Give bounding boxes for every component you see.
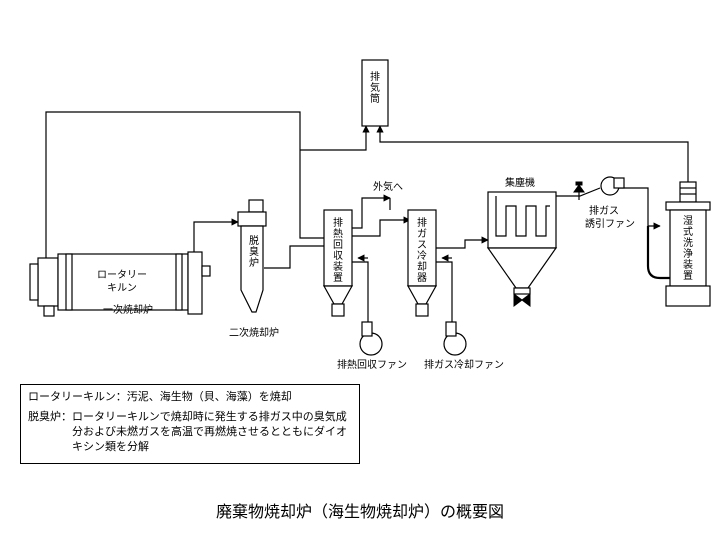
duct-deodorizer-to-heat-recovery — [264, 242, 331, 269]
gas-cooling-fan — [443, 321, 467, 356]
duct-kiln-to-deodorizer — [193, 218, 239, 252]
diagram-caption: 廃棄物焼却炉（海生物焼却炉）の概要図 — [215, 502, 504, 521]
deodorizer-label: 脱臭炉 — [249, 234, 259, 269]
duct-bypass-to-stack — [300, 125, 370, 151]
heat-recovery-label: 排熱回収装置 — [333, 216, 343, 284]
duct-fan-to-scrubber — [618, 187, 661, 230]
induced-draft-fan — [573, 176, 625, 200]
duct-dust-collector-to-fan — [556, 187, 601, 197]
wet-scrubber-label: 湿式洗浄装置 — [683, 215, 693, 282]
wet-scrubber — [646, 181, 711, 307]
outside-air-label: 外気へ — [373, 180, 403, 193]
induced-fan-label-line2: 誘引ファン — [585, 217, 635, 230]
exhaust-stack — [361, 59, 389, 127]
gas-cooler — [406, 209, 438, 317]
duct-heat-recovery-to-cooler — [352, 216, 411, 237]
induced-fan-label-line1: 排ガス — [589, 204, 619, 217]
legend-term: ロータリーキルン： — [28, 390, 127, 403]
secondary-furnace-label: 二次焼却炉 — [229, 326, 279, 339]
legend-desc: 汚泥、海生物（貝、海藻）を焼却 — [126, 390, 292, 403]
gas-cooler-label: 排ガス冷却器 — [417, 216, 427, 284]
stack-label: 排気筒 — [370, 70, 380, 105]
primary-furnace-label: 一次焼却炉 — [103, 303, 153, 316]
dust-collector-label: 集塵機 — [505, 176, 535, 189]
gas-cooling-fan-label: 排ガス冷却ファン — [424, 358, 504, 371]
legend-row-rotary-kiln: ロータリーキルン： 汚泥、海生物（貝、海藻）を焼却 — [28, 389, 352, 404]
heat-recovery-fan-label: 排熱回収ファン — [337, 358, 407, 371]
duct-heat-recovery-fan — [352, 261, 369, 322]
deodorizer-furnace — [237, 199, 267, 313]
dust-collector — [486, 191, 558, 307]
duct-to-outside-air — [352, 194, 391, 229]
legend-term: 脱臭炉： — [28, 410, 72, 423]
legend-row-deodorizer: 脱臭炉： ロータリーキルンで焼却時に発生する排ガス中の臭気成分および未燃ガスを高… — [28, 409, 352, 454]
kiln-label-line1: ロータリー — [97, 269, 147, 281]
heat-recovery-fan — [359, 321, 383, 356]
duct-scrubber-to-stack — [376, 125, 689, 182]
duct-gas-cooling-fan — [436, 261, 453, 322]
rotary-kiln — [29, 251, 211, 317]
duct-cooler-to-dust-collector — [436, 236, 489, 249]
kiln-label-line2: キルン — [107, 283, 137, 294]
duct-kiln-top-loop — [45, 111, 331, 258]
legend-box: ロータリーキルン： 汚泥、海生物（貝、海藻）を焼却 脱臭炉： ロータリーキルンで… — [20, 384, 360, 464]
legend-desc: ロータリーキルンで焼却時に発生する排ガス中の臭気成分および未燃ガスを高温で再燃焼… — [72, 410, 347, 453]
heat-recovery-unit — [322, 209, 354, 317]
